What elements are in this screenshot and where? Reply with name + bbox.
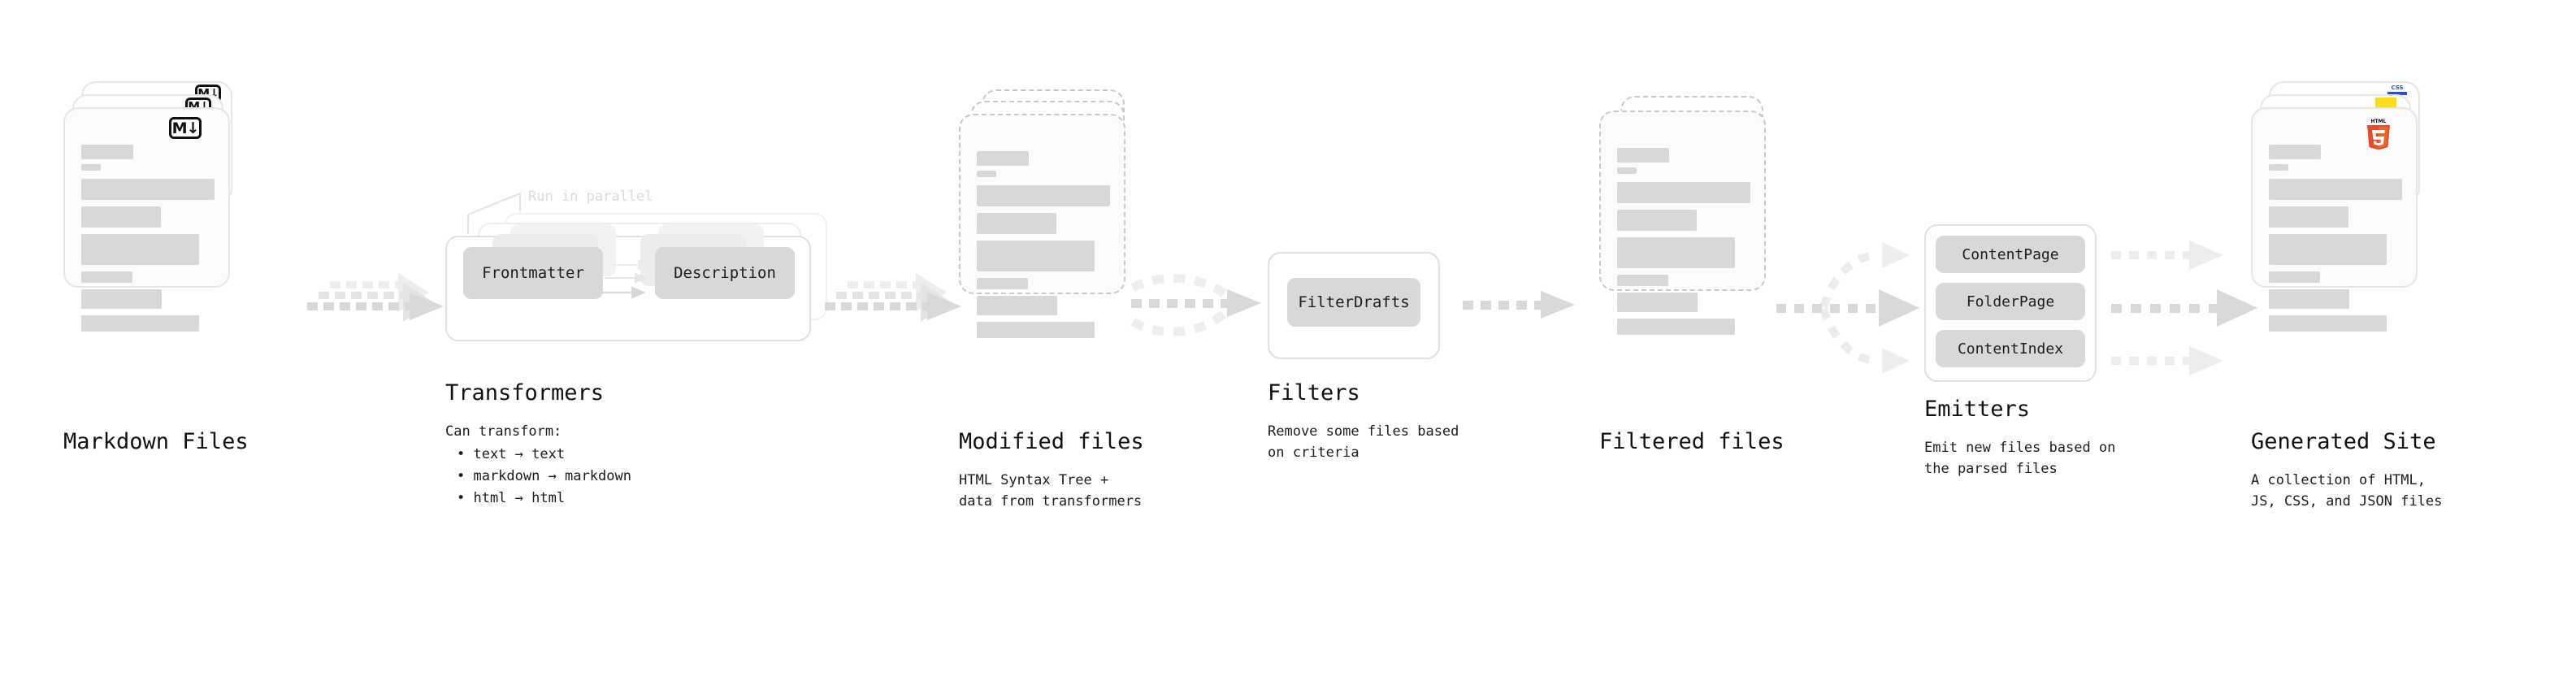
stage-subtitle-generated-site: A collection of HTML, JS, CSS, and JSON … [2251,472,2443,510]
filtered-card-content [1617,148,1750,335]
modified-card-content [977,151,1110,338]
css-icon: CSS [2387,85,2407,95]
site-card-content [2269,145,2402,332]
modified-card-front [959,114,1125,338]
stage-subtitle-filters: Remove some files based on criteria [1268,423,1459,461]
stage-title-filtered-files: Filtered files [1599,429,1785,454]
generated-site-card-stack: CSS HTML [2251,81,2438,332]
connector-transformers-to-modified [825,273,961,322]
markdown-files-card-stack: M↓ M↓ M↓ [63,81,234,332]
stage-title-modified-files: Modified files [959,429,1144,454]
svg-text:HTML: HTML [2371,119,2387,124]
run-in-parallel-leader [467,192,521,234]
transformers-list-item-1: • markdown → markdown [457,468,631,484]
connector-filters-to-filtered [1463,291,1575,319]
stage-title-generated-site: Generated Site [2251,429,2436,454]
filters-group: FilterDrafts [1268,252,1446,366]
markdown-icon: M↓ [169,117,202,139]
transformer-chip-description[interactable]: Description [655,247,795,299]
run-in-parallel-annotation: Run in parallel [528,189,653,205]
transformers-group: Run in parallel Frontmatter Description [445,189,827,358]
filtered-files-card-stack [1599,96,1778,335]
html5-icon: HTML [2365,117,2392,150]
emitter-chip-folderpage[interactable]: FolderPage [1936,283,2085,320]
filter-chip-filterdrafts[interactable]: FilterDrafts [1287,278,1420,327]
connector-filtered-to-emitters [1776,242,1919,374]
stage-subtitle-modified-files: HTML Syntax Tree + data from transformer… [959,472,1143,510]
transformers-list-item-0: • text → text [457,446,566,462]
site-card-front: HTML [2251,107,2418,332]
connector-markdown-to-transformers [307,273,444,322]
emitter-chip-contentpage[interactable]: ContentPage [1936,236,2085,273]
stage-title-emitters: Emitters [1924,397,2031,422]
transformer-inner-arrows [598,259,651,299]
stage-title-markdown-files: Markdown Files [63,429,249,454]
markdown-card-front: M↓ [63,107,230,332]
transformers-list-item-2: • html → html [457,490,566,506]
emitter-chip-contentindex[interactable]: ContentIndex [1936,330,2085,367]
transformer-chip-frontmatter[interactable]: Frontmatter [463,247,603,299]
filtered-card-front [1599,111,1766,335]
stage-subtitle-transformers: Can transform: [445,423,562,440]
modified-files-card-stack [959,89,1138,338]
stage-title-transformers: Transformers [445,380,605,406]
stage-title-filters: Filters [1268,380,1360,406]
stage-subtitle-emitters: Emit new files based on the parsed files [1924,440,2116,477]
connector-emitters-to-site [2111,241,2257,375]
emitters-group: ContentPage FolderPage ContentIndex [1924,224,2111,387]
markdown-card-content [81,145,215,332]
connector-modified-to-filters [1130,273,1261,336]
